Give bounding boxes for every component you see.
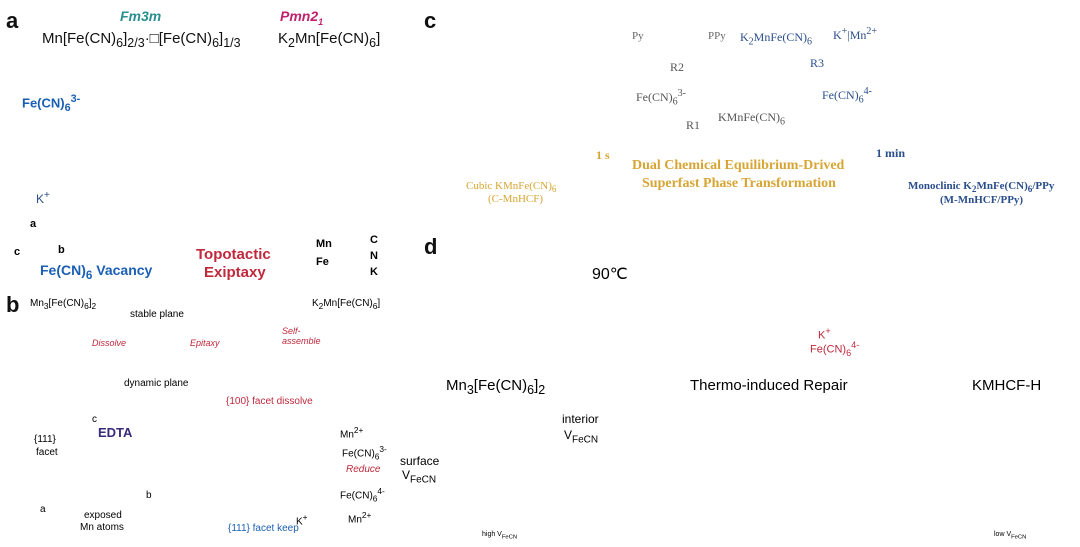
d-interior: interior xyxy=(562,412,599,426)
c-right-caption-2: (M-MnHCF/PPy) xyxy=(940,194,1024,206)
stable-plane-label: stable plane xyxy=(130,309,184,320)
legend-mn: Mn xyxy=(316,238,332,250)
dynamic-plane-label: dynamic plane xyxy=(124,378,189,389)
c-py: Py xyxy=(632,30,644,42)
b-kplus: K+ xyxy=(296,512,308,528)
kplus-label: K+ xyxy=(36,190,50,206)
formula-right: K2Mn[Fe(CN)6] xyxy=(278,30,381,50)
c-time-1s: 1 s xyxy=(596,148,610,162)
step-dissolve: Dissolve xyxy=(92,338,127,348)
d-interior-v: VFeCN xyxy=(564,428,599,446)
d-title-mid: Thermo-induced Repair xyxy=(690,377,848,394)
step-self-assemble: Self-assemble xyxy=(282,326,321,346)
mn-atoms-label: Mn atoms xyxy=(80,522,124,533)
vacancy-label: Fe(CN)6 Vacancy xyxy=(40,262,153,282)
b-start-formula: Mn3[Fe(CN)6]2 xyxy=(30,298,97,311)
b-mn2-bottom: Mn2+ xyxy=(348,510,372,526)
panel-b-label: b xyxy=(6,292,20,317)
d-high-v: high VFeCN xyxy=(482,531,518,541)
legend-n: N xyxy=(370,250,378,262)
c-r3: R3 xyxy=(810,56,825,70)
exposed-label: exposed xyxy=(84,510,122,521)
c-fecn-left: Fe(CN)63- xyxy=(636,88,687,108)
topotactic-label: Topotactic xyxy=(196,246,271,263)
edta-label: EDTA xyxy=(98,425,133,440)
legend-c: C xyxy=(370,234,378,246)
d-title-right: KMHCF-H xyxy=(972,377,1042,394)
c-kmnfe-top: K2MnFe(CN)6 xyxy=(740,30,813,48)
panel-c-label: c xyxy=(424,8,437,33)
d-title-left: Mn3[Fe(CN)6]2 xyxy=(446,377,546,397)
c-k-mn: K+|Mn2+ xyxy=(833,26,878,42)
space-group-left: Fm3m xyxy=(120,8,162,24)
c-mechanism-1: Dual Chemical Equilibrium-Drived xyxy=(632,158,845,173)
facet-word: facet xyxy=(36,447,58,458)
c-fecn-right: Fe(CN)64- xyxy=(822,86,873,106)
b-end-formula: K2Mn[Fe(CN)6] xyxy=(312,298,381,311)
c-left-caption-2: (C-MnHCF) xyxy=(488,193,544,205)
b-axis-a: a xyxy=(40,504,46,515)
c-kmnfe-bottom: KMnFe(CN)6 xyxy=(718,110,785,128)
space-group-right: Pmn21 xyxy=(280,8,324,27)
b-fecn-4: Fe(CN)64- xyxy=(340,486,385,504)
b-fecn-3: Fe(CN)63- xyxy=(342,444,387,462)
fecn6-label: Fe(CN)63- xyxy=(22,93,81,114)
b-axis-b: b xyxy=(146,490,152,501)
c-right-caption-1: Monoclinic K2MnFe(CN)6/PPy xyxy=(908,180,1055,195)
facet-111-keep: {111} facet keep xyxy=(228,523,299,534)
b-axis-c: c xyxy=(92,414,97,425)
axis-b-label: b xyxy=(58,244,65,256)
d-fecn: Fe(CN)64- xyxy=(810,340,860,358)
facet-111-label: {111} xyxy=(34,434,56,445)
exiptaxy-label: Exiptaxy xyxy=(204,264,266,281)
d-low-v: low VFeCN xyxy=(994,531,1027,541)
b-reduce: Reduce xyxy=(346,464,381,475)
c-ppy: PPy xyxy=(708,30,726,42)
c-mechanism-2: Superfast Phase Transformation xyxy=(642,176,836,191)
c-time-1min: 1 min xyxy=(876,146,906,160)
step-epitaxy: Epitaxy xyxy=(190,338,220,348)
panel-d-label: d xyxy=(424,234,438,259)
d-temperature: 90℃ xyxy=(592,266,628,283)
legend-fe: Fe xyxy=(316,256,329,268)
c-r2: R2 xyxy=(670,60,685,74)
axis-c-label: c xyxy=(14,246,21,258)
c-r1: R1 xyxy=(686,118,701,132)
formula-left: Mn[Fe(CN)6]2/3·□[Fe(CN)6]1/3 xyxy=(42,30,241,50)
b-mn2-top: Mn2+ xyxy=(340,425,364,441)
legend-k: K xyxy=(370,266,378,278)
panel-a-label: a xyxy=(6,8,19,33)
d-surface: surface xyxy=(400,454,440,468)
c-left-caption-1: Cubic KMnFe(CN)6 xyxy=(466,180,557,195)
facet-100-dissolve: {100} facet dissolve xyxy=(226,396,313,407)
d-surface-v: VFeCN xyxy=(402,468,437,486)
d-kplus: K+ xyxy=(818,326,831,342)
axis-a-label: a xyxy=(30,218,37,230)
